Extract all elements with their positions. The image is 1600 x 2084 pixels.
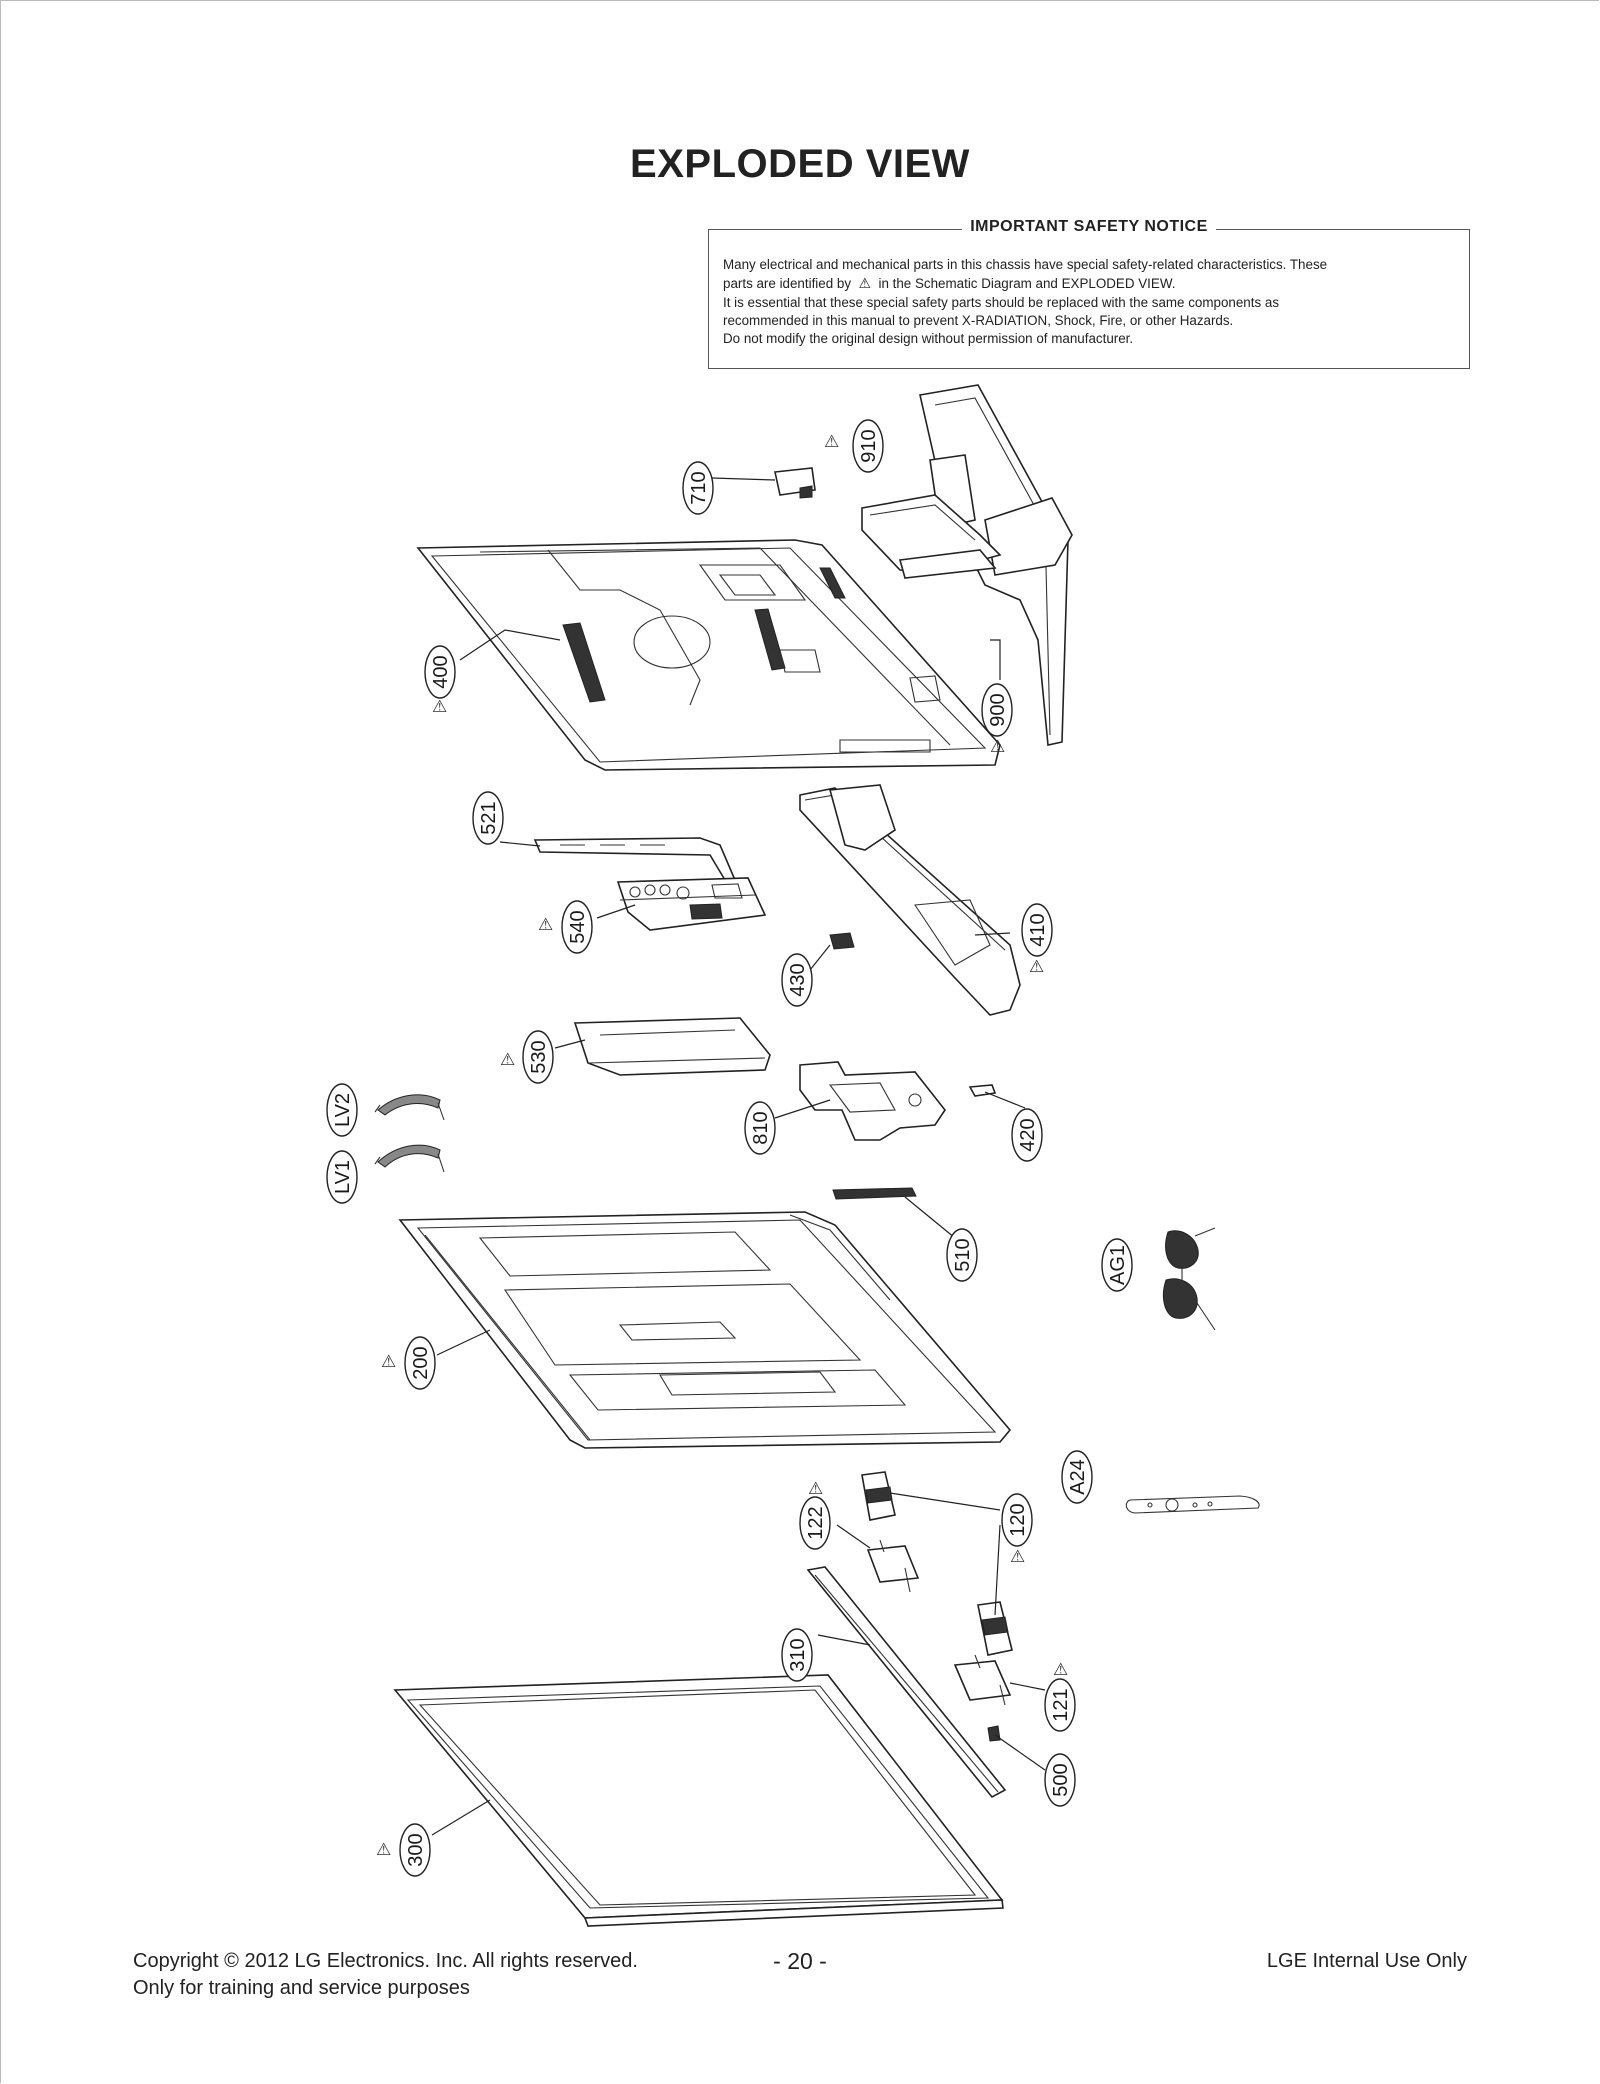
part-710-bracket [774,467,816,499]
warning-triangle-icon: ⚠ [858,275,872,292]
svg-text:121: 121 [1050,1688,1072,1721]
part-122-bracket [866,1539,920,1593]
warning-icon-122: ⚠ [808,1479,823,1499]
callout-540: 540 [561,900,593,954]
part-810-bracket [799,1061,946,1141]
svg-text:200: 200 [410,1346,432,1379]
part-500-ir-board [987,1725,1001,1742]
svg-text:120: 120 [1007,1503,1029,1536]
footer-copyright: Copyright © 2012 LG Electronics. Inc. Al… [133,1948,638,2002]
callout-300: 300 [399,1823,431,1877]
svg-text:430: 430 [787,963,809,996]
callout-ag1: AG1 [1101,1238,1133,1292]
safety-notice-body: Many electrical and mechanical parts in … [723,256,1455,348]
internal-use-label: LGE Internal Use Only [1266,1950,1467,1972]
warning-icon-121: ⚠ [1053,1660,1068,1680]
callout-lv2: LV2 [326,1083,358,1137]
part-540-main-board [616,877,767,931]
svg-text:310: 310 [787,1638,809,1671]
svg-text:910: 910 [858,429,880,462]
callout-410: 410 [1021,903,1053,957]
callout-810: 810 [744,1101,776,1155]
warning-icon-300: ⚠ [376,1840,391,1860]
svg-text:500: 500 [1050,1763,1072,1796]
svg-text:AG1: AG1 [1107,1245,1129,1285]
svg-text:810: 810 [750,1111,772,1144]
callout-430: 430 [781,953,813,1007]
part-120-speaker-top [861,1471,896,1521]
svg-text:521: 521 [478,801,500,834]
callout-400: 400 [424,645,456,699]
safety-notice-box: IMPORTANT SAFETY NOTICE Many electrical … [708,218,1470,369]
callout-122: 122 [799,1496,831,1550]
notice-line-5: Do not modify the original design withou… [723,331,1134,347]
warning-icon-410: ⚠ [1029,957,1044,977]
warning-icon-540: ⚠ [538,915,553,935]
purpose-text: Only for training and service purposes [133,1977,470,1999]
svg-text:410: 410 [1027,913,1049,946]
part-ag1-3d-glasses [1162,1227,1216,1331]
svg-text:300: 300 [405,1833,427,1866]
part-120-speaker-bottom [977,1601,1013,1656]
callout-710: 710 [682,461,714,515]
callout-500: 500 [1044,1753,1076,1807]
callout-a24: A24 [1061,1450,1093,1504]
copyright-text: Copyright © 2012 LG Electronics. Inc. Al… [133,1950,638,1972]
svg-text:900: 900 [987,693,1009,726]
callout-910: 910 [852,419,884,473]
callout-lv1: LV1 [326,1150,358,1204]
leader-lines [431,477,1046,1836]
warning-icon-910: ⚠ [824,432,839,452]
warning-icon-400: ⚠ [432,697,447,717]
part-521-frame [533,837,736,887]
part-121-bracket [953,1654,1012,1706]
svg-text:LV1: LV1 [332,1160,354,1194]
warning-icon-120: ⚠ [1010,1547,1025,1567]
callout-530: 530 [522,1030,554,1084]
callout-900: 900 [981,683,1013,737]
svg-text:530: 530 [528,1040,550,1073]
notice-line-1: Many electrical and mechanical parts in … [723,257,1328,272]
callout-120: 120 [1001,1493,1033,1547]
callout-420: 420 [1011,1108,1043,1162]
part-lv1-cable [374,1144,445,1173]
svg-text:A24: A24 [1067,1459,1089,1495]
part-300-front-bezel [393,1674,1004,1927]
part-430-clip [829,932,855,950]
notice-line-3: It is essential that these special safet… [723,294,1280,310]
svg-text:540: 540 [567,910,589,943]
notice-line-4: recommended in this manual to prevent X-… [723,312,1234,328]
part-400-back-cover [416,539,1001,771]
part-530-power-board [573,1017,771,1076]
svg-text:LV2: LV2 [332,1093,354,1127]
warning-icon-530: ⚠ [500,1050,515,1070]
callout-521: 521 [472,791,504,845]
page-number: - 20 - [773,1948,827,1974]
part-a24-remote [1125,1495,1260,1514]
safety-notice-heading: IMPORTANT SAFETY NOTICE [962,218,1216,235]
callout-310: 310 [781,1628,813,1682]
part-310-bottom-bar [806,1566,1007,1799]
svg-text:420: 420 [1017,1118,1039,1151]
callout-510: 510 [946,1228,978,1282]
svg-text:510: 510 [952,1238,974,1271]
part-410-base-cover [799,784,1021,1016]
part-lv2-cable [374,1094,445,1121]
callout-121: 121 [1044,1678,1076,1732]
svg-text:400: 400 [430,655,452,688]
part-510-key-board [832,1187,917,1200]
part-910-stand [861,384,1073,746]
notice-line-2: parts are identified by ⚠ in the Schemat… [723,275,1176,292]
warning-icon-200: ⚠ [381,1352,396,1372]
warning-icon-900: ⚠ [990,737,1005,757]
callout-200: 200 [404,1336,436,1390]
svg-text:122: 122 [805,1506,827,1539]
part-200-chassis-frame [398,1211,1012,1449]
page-title: EXPLODED VIEW [630,142,970,186]
svg-text:710: 710 [688,471,710,504]
